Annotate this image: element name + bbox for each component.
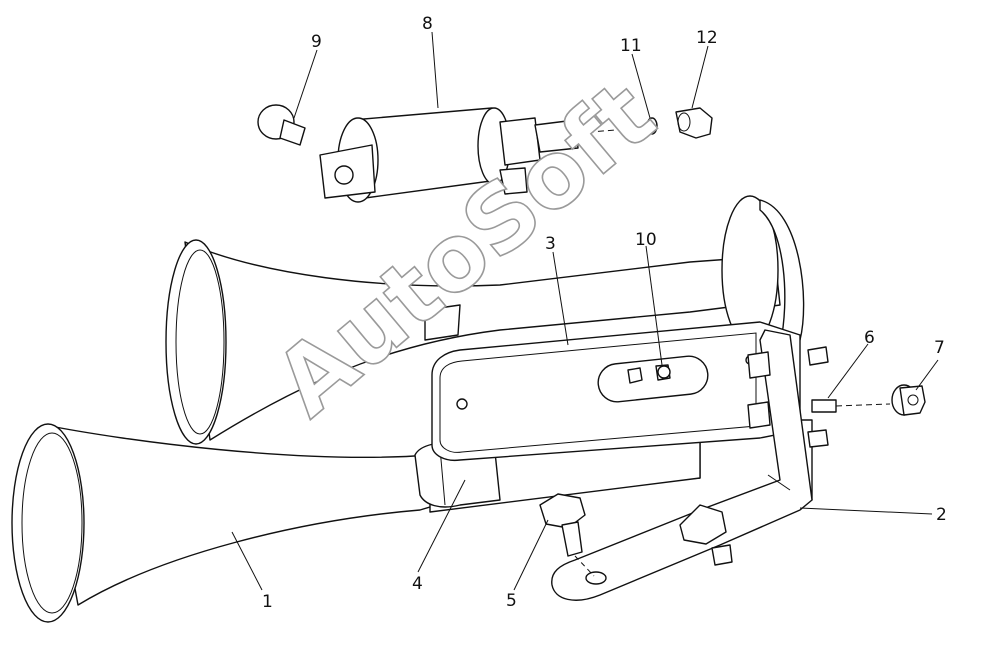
label-2: 2: [936, 505, 947, 525]
label-12: 12: [696, 28, 718, 48]
label-10: 10: [635, 230, 657, 250]
rubber-cap: [257, 104, 306, 146]
label-1: 1: [262, 592, 273, 612]
label-9: 9: [311, 32, 322, 52]
label-4: 4: [412, 574, 423, 594]
label-6: 6: [864, 328, 875, 348]
label-3: 3: [545, 234, 556, 254]
short-horn: [165, 239, 746, 445]
solenoid-valve: [319, 107, 641, 203]
label-11: 11: [620, 36, 642, 56]
bolt: [811, 399, 891, 413]
bracket: [551, 329, 813, 601]
label-5: 5: [506, 591, 517, 611]
leader-lines: [231, 31, 939, 591]
label-7: 7: [934, 338, 945, 358]
washer: [646, 117, 658, 135]
flange-nut: [891, 384, 926, 416]
label-8: 8: [422, 14, 433, 34]
fitting: [657, 365, 671, 379]
hex-nut: [675, 107, 713, 139]
plate-studs: [747, 346, 829, 448]
